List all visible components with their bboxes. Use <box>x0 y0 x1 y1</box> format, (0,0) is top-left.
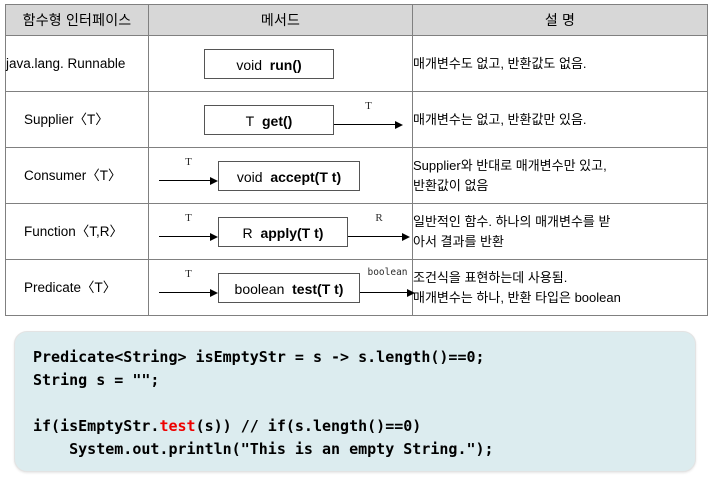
output-arrow: boolean <box>360 267 415 299</box>
table-row: Function〈T,R〉 T R apply(T t) R <box>5 203 708 260</box>
method-signature-box: R apply(T t) <box>218 216 348 247</box>
input-type-label: T <box>185 155 192 168</box>
table-row: Predicate〈T〉 T boolean test(T t) boolean <box>5 259 708 316</box>
code-line-4-post: (s)) // if(s.length()==0) <box>195 417 422 435</box>
method-signature-box: boolean test(T t) <box>218 272 360 303</box>
header-method: 메서드 <box>148 4 413 36</box>
code-line-4: if(isEmptyStr.test(s)) // if(s.length()=… <box>33 415 695 438</box>
method-return-type: T <box>245 112 255 129</box>
input-type-label: T <box>185 211 192 224</box>
method-return-type: void <box>236 168 263 185</box>
functional-interface-table: 함수형 인터페이스 메서드 설 명 java.lang. Runnable vo… <box>5 4 708 316</box>
input-arrow: T <box>159 156 218 187</box>
method-diagram-function: T R apply(T t) R <box>148 203 413 260</box>
interface-name-consumer: Consumer〈T〉 <box>5 147 149 204</box>
method-signature-box: T get() <box>204 104 334 135</box>
method-name: accept(T t) <box>270 168 342 185</box>
code-line-blank <box>33 392 695 415</box>
output-arrow: R <box>348 212 410 243</box>
method-diagram-consumer: T void accept(T t) <box>148 147 413 204</box>
method-diagram-supplier: T get() T <box>148 91 413 148</box>
table-header-row: 함수형 인터페이스 메서드 설 명 <box>5 4 708 36</box>
method-signature-box: void accept(T t) <box>218 160 360 191</box>
output-type-label: boolean <box>367 266 408 278</box>
interface-name-predicate: Predicate〈T〉 <box>5 259 149 316</box>
method-diagram-predicate: T boolean test(T t) boolean <box>148 259 415 316</box>
code-example-block: Predicate<String> isEmptyStr = s -> s.le… <box>14 331 696 472</box>
description-function: 일반적인 함수. 하나의 매개변수를 받 아서 결과를 반환 <box>412 203 708 260</box>
functional-interface-table-container: 함수형 인터페이스 메서드 설 명 java.lang. Runnable vo… <box>5 4 708 316</box>
code-line-1: Predicate<String> isEmptyStr = s -> s.le… <box>33 348 485 366</box>
method-return-type: boolean <box>234 280 285 297</box>
description-supplier: 매개변수는 없고, 반환값만 있음. <box>412 91 708 148</box>
header-interface: 함수형 인터페이스 <box>5 4 149 36</box>
input-arrow: T <box>159 268 218 299</box>
interface-name-runnable: java.lang. Runnable <box>5 35 149 92</box>
table-row: java.lang. Runnable void run() 매개변수도 없고,… <box>5 35 708 92</box>
interface-name-supplier: Supplier〈T〉 <box>5 91 149 148</box>
interface-name-function: Function〈T,R〉 <box>5 203 149 260</box>
method-name: test(T t) <box>292 280 344 297</box>
table-row: Consumer〈T〉 T void accept(T t) Supplier와… <box>5 147 708 204</box>
method-return-type: R <box>242 224 253 241</box>
description-runnable: 매개변수도 없고, 반환값도 없음. <box>412 35 708 92</box>
code-line-2: String s = ""; <box>33 371 160 389</box>
description-predicate: 조건식을 표현하는데 사용됨. 매개변수는 하나, 반환 타입은 boolean <box>412 259 708 316</box>
method-diagram-runnable: void run() <box>148 35 413 92</box>
input-arrow: T <box>159 212 218 243</box>
input-type-label: T <box>185 267 192 280</box>
header-description: 설 명 <box>412 4 708 36</box>
code-line-4-pre: if(isEmptyStr. <box>33 417 160 435</box>
code-highlight-test: test <box>159 417 196 435</box>
method-name: apply(T t) <box>260 224 324 241</box>
method-name: get() <box>262 112 293 129</box>
output-type-label: R <box>375 211 383 224</box>
table-row: Supplier〈T〉 T get() T 매개변수는 없고, 반환값만 있음. <box>5 91 708 148</box>
method-name: run() <box>269 56 302 73</box>
method-signature-box: void run() <box>204 48 334 79</box>
output-arrow: T <box>334 100 403 131</box>
code-line-5: System.out.println("This is an empty Str… <box>33 440 494 458</box>
description-consumer: Supplier와 반대로 매개변수만 있고, 반환값이 없음 <box>412 147 708 204</box>
output-type-label: T <box>365 99 372 112</box>
method-return-type: void <box>236 56 262 73</box>
